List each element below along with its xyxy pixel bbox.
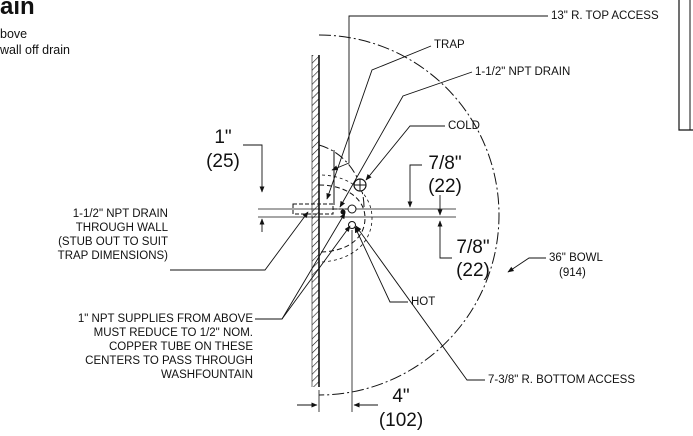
dim-1in-value: 1" <box>214 127 232 148</box>
note-supplies-line: WASHFOUNTAIN <box>161 369 253 381</box>
note-supplies-line: 1" NPT SUPPLIES FROM ABOVE <box>77 313 253 325</box>
dim-lower-metric: (22) <box>456 260 490 281</box>
dim-4in <box>297 230 378 412</box>
leader-bottom-access <box>355 225 485 381</box>
note-drain-line: (STUB OUT TO SUIT <box>58 236 168 248</box>
dim-upper-value: 7/8" <box>428 153 462 174</box>
note-supplies-line: CENTERS TO PASS THROUGH <box>85 355 253 367</box>
dim-4in-metric: (102) <box>378 410 424 431</box>
drain-fitting <box>347 204 357 214</box>
leader-cold <box>365 125 445 181</box>
leader-trap <box>326 45 432 200</box>
note-drain-line: TRAP DIMENSIONS) <box>57 250 168 262</box>
note-drain-line: 1-1/2" NPT DRAIN <box>72 208 168 220</box>
callout-npt-drain: 1-1/2" NPT DRAIN <box>475 66 571 78</box>
leader-drain-wall <box>170 211 309 271</box>
top-access-arc <box>318 144 365 211</box>
sheet-border <box>678 0 693 131</box>
note-supplies: 1" NPT SUPPLIES FROM ABOVE MUST REDUCE T… <box>0 312 253 382</box>
leader-supplies-2 <box>281 225 351 320</box>
note-supplies-line: MUST REDUCE TO 1/2" NOM. <box>93 327 253 339</box>
note-drain-line: THROUGH WALL <box>75 222 168 234</box>
dim-7-8-lower <box>437 220 452 259</box>
callout-hot: HOT <box>411 296 436 308</box>
leader-top-access <box>331 15 548 171</box>
dim-4in-value: 4" <box>392 386 410 407</box>
heading-note-line2: wall off drain <box>0 43 70 57</box>
callout-top-access: 13" R. TOP ACCESS <box>551 10 659 22</box>
bowl-outline <box>318 34 500 396</box>
leader-npt-drain <box>339 71 473 208</box>
dim-lower-value: 7/8" <box>456 237 490 258</box>
heading-title: ain <box>0 0 35 20</box>
wall <box>311 55 320 387</box>
bottom-access-arc-inner <box>321 174 373 263</box>
dim-1in-metric: (25) <box>206 151 240 172</box>
note-supplies-line: COPPER TUBE ON THESE <box>109 341 253 353</box>
bottom-access-arc <box>318 184 366 253</box>
hot-supply-symbol <box>348 221 356 229</box>
callout-bottom-access: 7-3/8" R. BOTTOM ACCESS <box>488 374 636 386</box>
callout-trap: TRAP <box>434 39 465 51</box>
callout-cold: COLD <box>448 120 480 132</box>
callout-bowl: 36" BOWL <box>549 252 603 264</box>
leader-bowl <box>507 257 546 273</box>
heading-note-line1: bove <box>0 27 28 41</box>
cold-supply-symbol <box>353 178 367 192</box>
note-drain-through-wall: 1-1/2" NPT DRAIN THROUGH WALL (STUB OUT … <box>0 207 168 263</box>
dim-upper-metric: (22) <box>428 176 462 197</box>
dim-7-8-upper <box>407 164 443 216</box>
callout-bowl-metric: (914) <box>559 267 586 279</box>
leader-hot <box>354 226 408 303</box>
dim-1in <box>243 144 265 232</box>
